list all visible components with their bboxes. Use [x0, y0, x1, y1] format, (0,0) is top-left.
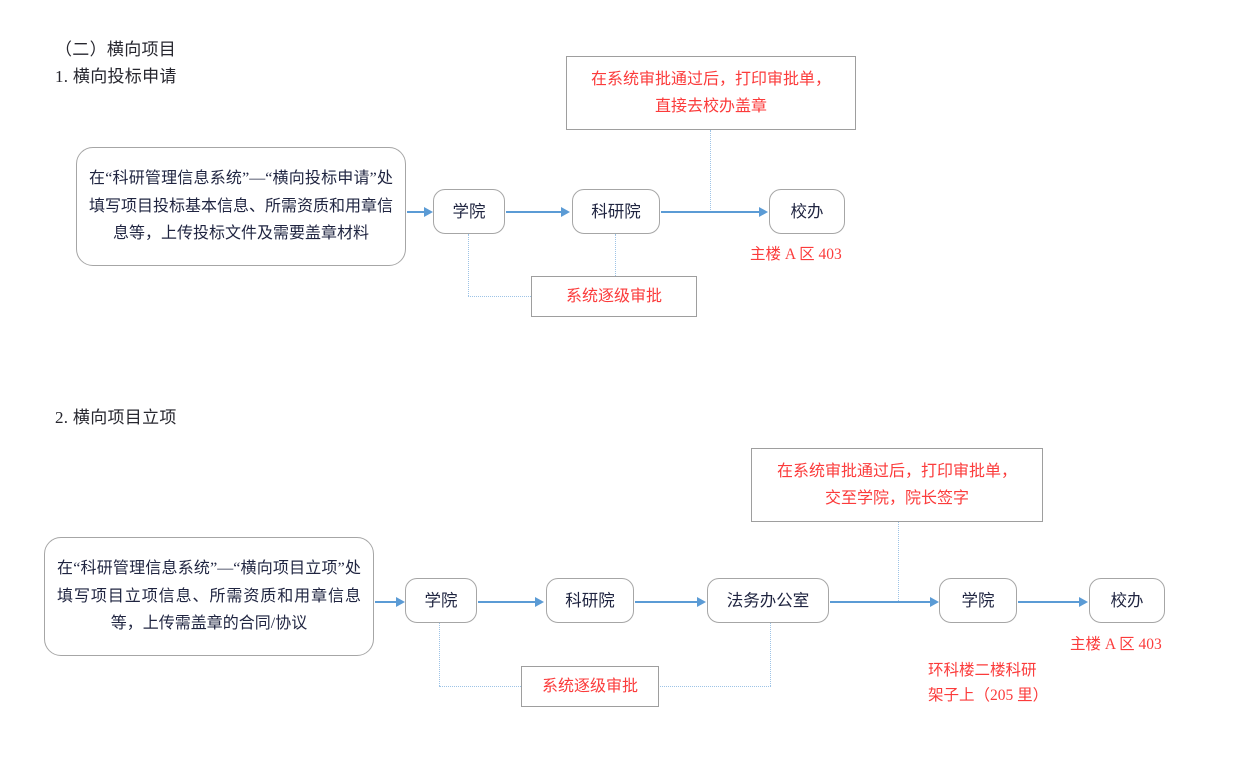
flow1-school-office-location: 主楼 A 区 403: [750, 246, 842, 263]
flow1-arrowhead-source-to-college: [424, 206, 433, 217]
flow2-dotted-from-college: [439, 623, 440, 686]
section-heading: （二）横向项目: [55, 40, 177, 59]
flow2-node-college-first: 学院: [405, 578, 477, 623]
flow2-arrow-source-to-college: [375, 601, 397, 603]
flow2-source-text: 在“科研管理信息系统”—“横向项目立项”处填写项目立项信息、所需资质和用章信息等…: [57, 560, 361, 633]
flow1-arrowhead-college-to-research: [561, 206, 570, 217]
flow1-dotted-horizontal-left: [468, 296, 531, 297]
flow2-annotation-connector: [898, 522, 899, 601]
flow2-dotted-from-legal: [770, 623, 771, 686]
flow2-arrowhead-college-to-schooloffice: [1079, 596, 1088, 607]
flow2-arrowhead-research-to-legal: [697, 596, 706, 607]
flow2-node-research-institute: 科研院: [546, 578, 634, 623]
flow2-dotted-horizontal-right: [658, 686, 771, 687]
flow2-title: 2. 横向项目立项: [55, 408, 177, 427]
flow2-node-college-second: 学院: [939, 578, 1017, 623]
flow2-arrowhead-college-to-research: [535, 596, 544, 607]
flow1-source-box: 在“科研管理信息系统”—“横向投标申请”处填写项目投标基本信息、所需资质和用章信…: [76, 147, 406, 266]
flow1-annotation-connector: [710, 130, 711, 212]
flow1-arrow-college-to-research: [506, 211, 562, 213]
flow2-arrow-college-to-schooloffice: [1018, 601, 1080, 603]
flow1-dotted-from-research: [615, 234, 616, 276]
flow2-arrowhead-legal-to-college: [930, 596, 939, 607]
flow1-source-text: 在“科研管理信息系统”—“横向投标申请”处填写项目投标基本信息、所需资质和用章信…: [89, 170, 394, 243]
flow1-node-research-institute: 科研院: [572, 189, 660, 234]
flow2-arrow-research-to-legal: [635, 601, 698, 603]
flow2-top-annotation: 在系统审批通过后，打印审批单， 交至学院，院长签字: [751, 448, 1043, 522]
flow1-node-college: 学院: [433, 189, 505, 234]
flow1-dotted-from-college: [468, 234, 469, 296]
flow2-node-school-office: 校办: [1089, 578, 1165, 623]
flow1-node-school-office: 校办: [769, 189, 845, 234]
flow1-bottom-annotation: 系统逐级审批: [531, 276, 697, 317]
flow2-dotted-horizontal-left: [439, 686, 521, 687]
flow1-arrow-research-to-schooloffice: [661, 211, 760, 213]
flow2-arrowhead-source-to-college: [396, 596, 405, 607]
flow2-bottom-annotation: 系统逐级审批: [521, 666, 659, 707]
flow1-arrowhead-research-to-schooloffice: [759, 206, 768, 217]
flow2-arrow-legal-to-college: [830, 601, 931, 603]
flow2-source-box: 在“科研管理信息系统”—“横向项目立项”处填写项目立项信息、所需资质和用章信息等…: [44, 537, 374, 656]
flow1-top-annotation: 在系统审批通过后，打印审批单， 直接去校办盖章: [566, 56, 856, 130]
flow2-node-legal-office: 法务办公室: [707, 578, 829, 623]
flow1-arrow-source-to-college: [407, 211, 425, 213]
flow2-college-location: 环科楼二楼科研 架子上（205 里）: [928, 662, 1049, 704]
flow2-school-office-location: 主楼 A 区 403: [1070, 636, 1162, 653]
flow1-title: 1. 横向投标申请: [55, 67, 177, 86]
flow2-arrow-college-to-research: [478, 601, 536, 603]
